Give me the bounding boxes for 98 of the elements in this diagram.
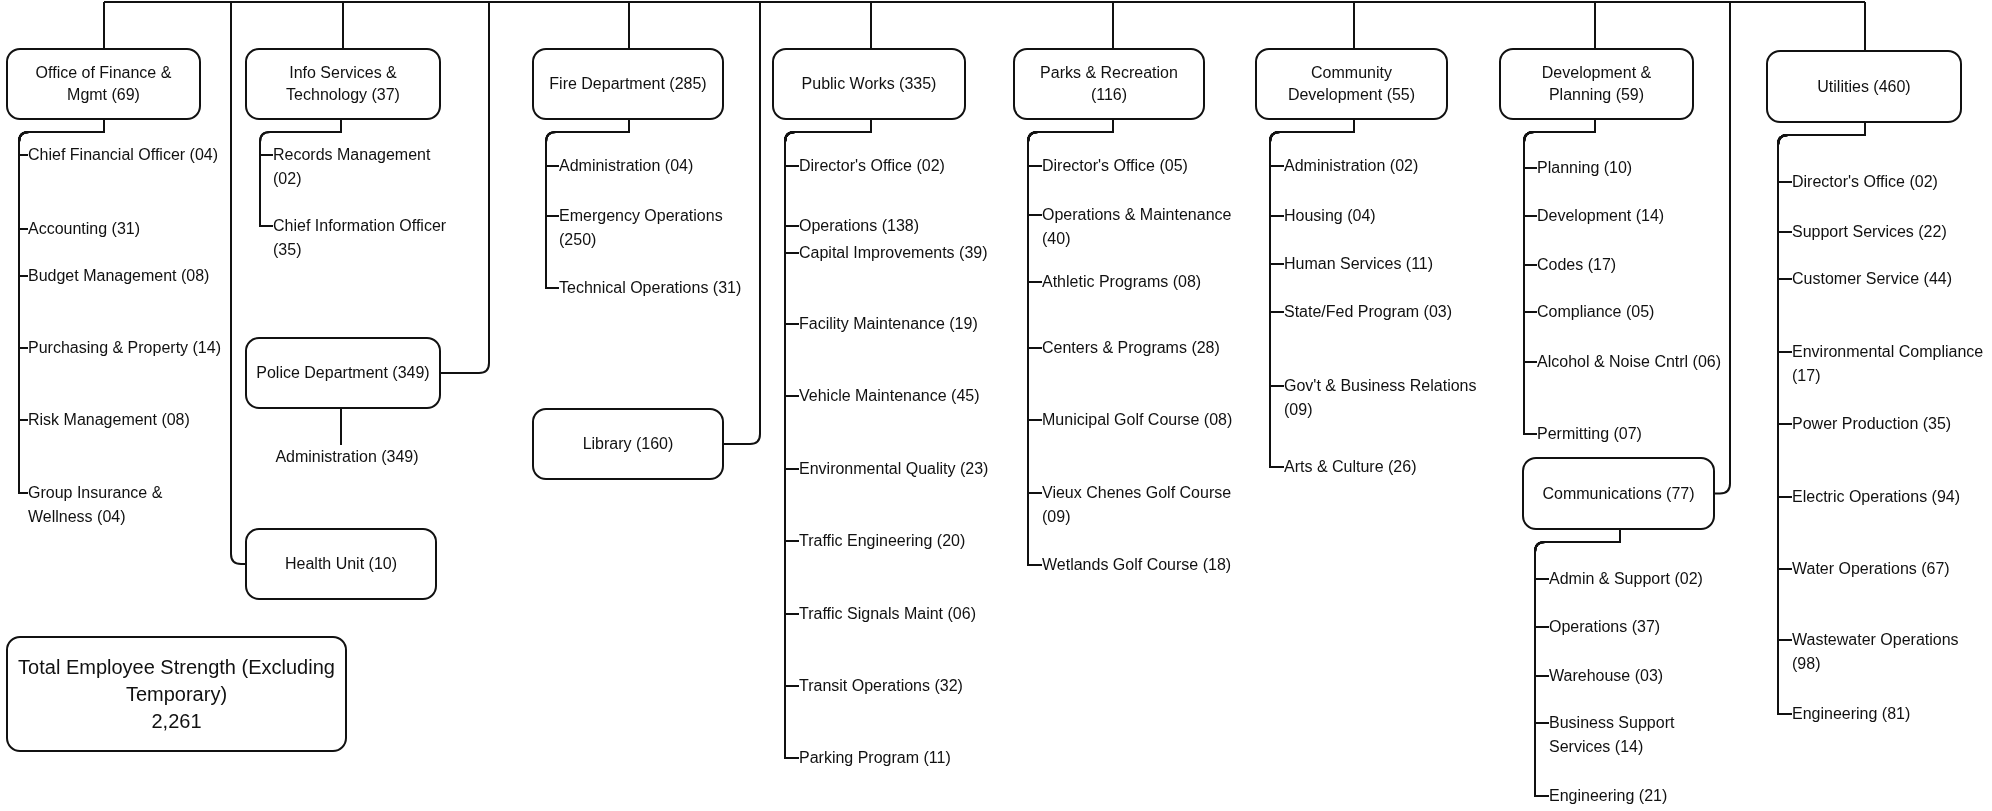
unit-label: Environmental Compliance (17) (1792, 340, 1987, 388)
department-label: Info Services & Technology (37) (285, 63, 401, 105)
connector-line (628, 1, 630, 49)
department-box (772, 48, 966, 120)
department-label: Communications (77) (1542, 483, 1695, 504)
unit-label: Athletic Programs (08) (1042, 270, 1247, 294)
unit-label: Wastewater Operations (98) (1792, 628, 1987, 676)
department-box (1499, 48, 1694, 120)
department-label: Parks & Recreation (116) (1039, 63, 1179, 105)
unit-label: Purchasing & Property (14) (28, 336, 226, 360)
unit-label: Records Management (02) (273, 143, 448, 191)
unit-label: Emergency Operations (250) (559, 204, 754, 252)
unit-label: Risk Management (08) (28, 408, 226, 432)
unit-label: Facility Maintenance (19) (799, 312, 999, 336)
department-label: Utilities (460) (1817, 76, 1911, 97)
department-box (245, 48, 441, 120)
unit-label: Municipal Golf Course (08) (1042, 408, 1247, 432)
unit-label: Operations & Maintenance (40) (1042, 203, 1247, 251)
unit-label: Development (14) (1537, 204, 1722, 228)
connector-line (1353, 1, 1355, 49)
unit-label: Human Services (11) (1284, 252, 1494, 276)
department-label: Police Department (349) (256, 363, 430, 383)
department-label: Library (160) (582, 434, 674, 454)
unit-label: Administration (04) (559, 154, 754, 178)
unit-label: Planning (10) (1537, 156, 1722, 180)
unit-label: Housing (04) (1284, 204, 1494, 228)
connector-line (1594, 1, 1596, 49)
connector-line (723, 1, 761, 445)
unit-label: Group Insurance & Wellness (04) (28, 481, 226, 529)
unit-label: Environmental Quality (23) (799, 457, 999, 481)
department-box (1013, 48, 1205, 120)
unit-label: Vehicle Maintenance (45) (799, 384, 999, 408)
unit-label: Support Services (22) (1792, 220, 1987, 244)
unit-label: Gov't & Business Relations (09) (1284, 374, 1494, 422)
unit-label: Vieux Chenes Golf Course (09) (1042, 481, 1247, 529)
unit-label: Engineering (81) (1792, 702, 1987, 726)
unit-label: Director's Office (05) (1042, 154, 1247, 178)
unit-label: Business Support Services (14) (1549, 711, 1739, 759)
summary-box (6, 636, 347, 752)
unit-label: Water Operations (67) (1792, 557, 1987, 581)
unit-label: Administration (02) (1284, 154, 1494, 178)
unit-label: Compliance (05) (1537, 300, 1722, 324)
connector-line (1714, 1, 1731, 495)
connector-line (870, 1, 872, 49)
connector-line (1864, 1, 1866, 51)
unit-label: Electric Operations (94) (1792, 485, 1987, 509)
unit-label: Operations (37) (1549, 615, 1739, 639)
department-label: Office of Finance & Mgmt (69) (34, 63, 173, 105)
unit-label: Chief Information Officer (35) (273, 214, 448, 262)
summary-label: Total Employee Strength (Excluding Temporary) (17, 654, 336, 707)
unit-label: Administration (349) (253, 445, 441, 469)
unit-label: Customer Service (44) (1792, 267, 1987, 291)
unit-label: Director's Office (02) (1792, 170, 1987, 194)
connector-line (340, 408, 342, 446)
unit-label: Wetlands Golf Course (18) (1042, 553, 1247, 577)
unit-label: Accounting (31) (28, 217, 226, 241)
department-box (1255, 48, 1448, 120)
unit-label: Parking Program (11) (799, 746, 999, 770)
unit-label: Director's Office (02) (799, 154, 999, 178)
department-box (6, 48, 201, 120)
unit-label: Operations (138) (799, 214, 999, 238)
connector-line (1534, 529, 1621, 797)
department-box (532, 408, 724, 480)
connector-line (103, 1, 105, 49)
unit-label: Budget Management (08) (28, 264, 226, 288)
connector-line (440, 1, 490, 374)
summary-value: 2,261 (151, 708, 202, 734)
unit-label: State/Fed Program (03) (1284, 300, 1494, 324)
department-box (245, 337, 441, 409)
connector-bus (103, 1, 1866, 3)
department-label: Fire Department (285) (549, 74, 707, 94)
unit-label: Capital Improvements (39) (799, 241, 999, 265)
department-label: Community Development (55) (1286, 63, 1417, 105)
unit-label: Warehouse (03) (1549, 664, 1739, 688)
department-label: Health Unit (10) (284, 554, 397, 574)
unit-label: Technical Operations (31) (559, 276, 754, 300)
department-box (532, 48, 724, 120)
connector-line (1112, 1, 1114, 49)
unit-label: Permitting (07) (1537, 422, 1722, 446)
unit-label: Traffic Signals Maint (06) (799, 602, 999, 626)
unit-label: Engineering (21) (1549, 784, 1739, 808)
department-label: Public Works (335) (801, 74, 937, 94)
department-box (245, 528, 437, 600)
unit-label: Centers & Programs (28) (1042, 336, 1247, 360)
department-box (1766, 50, 1962, 123)
unit-label: Transit Operations (32) (799, 674, 999, 698)
unit-label: Alcohol & Noise Cntrl (06) (1537, 350, 1722, 374)
department-label: Development & Planning (59) (1540, 63, 1653, 105)
unit-label: Power Production (35) (1792, 412, 1987, 436)
connector-line (342, 1, 344, 49)
unit-label: Codes (17) (1537, 253, 1722, 277)
connector-line (230, 1, 246, 565)
unit-label: Arts & Culture (26) (1284, 455, 1494, 479)
unit-label: Admin & Support (02) (1549, 567, 1739, 591)
department-box (1522, 457, 1715, 530)
unit-label: Traffic Engineering (20) (799, 529, 999, 553)
unit-label: Chief Financial Officer (04) (28, 143, 226, 167)
connector-line (259, 119, 342, 227)
